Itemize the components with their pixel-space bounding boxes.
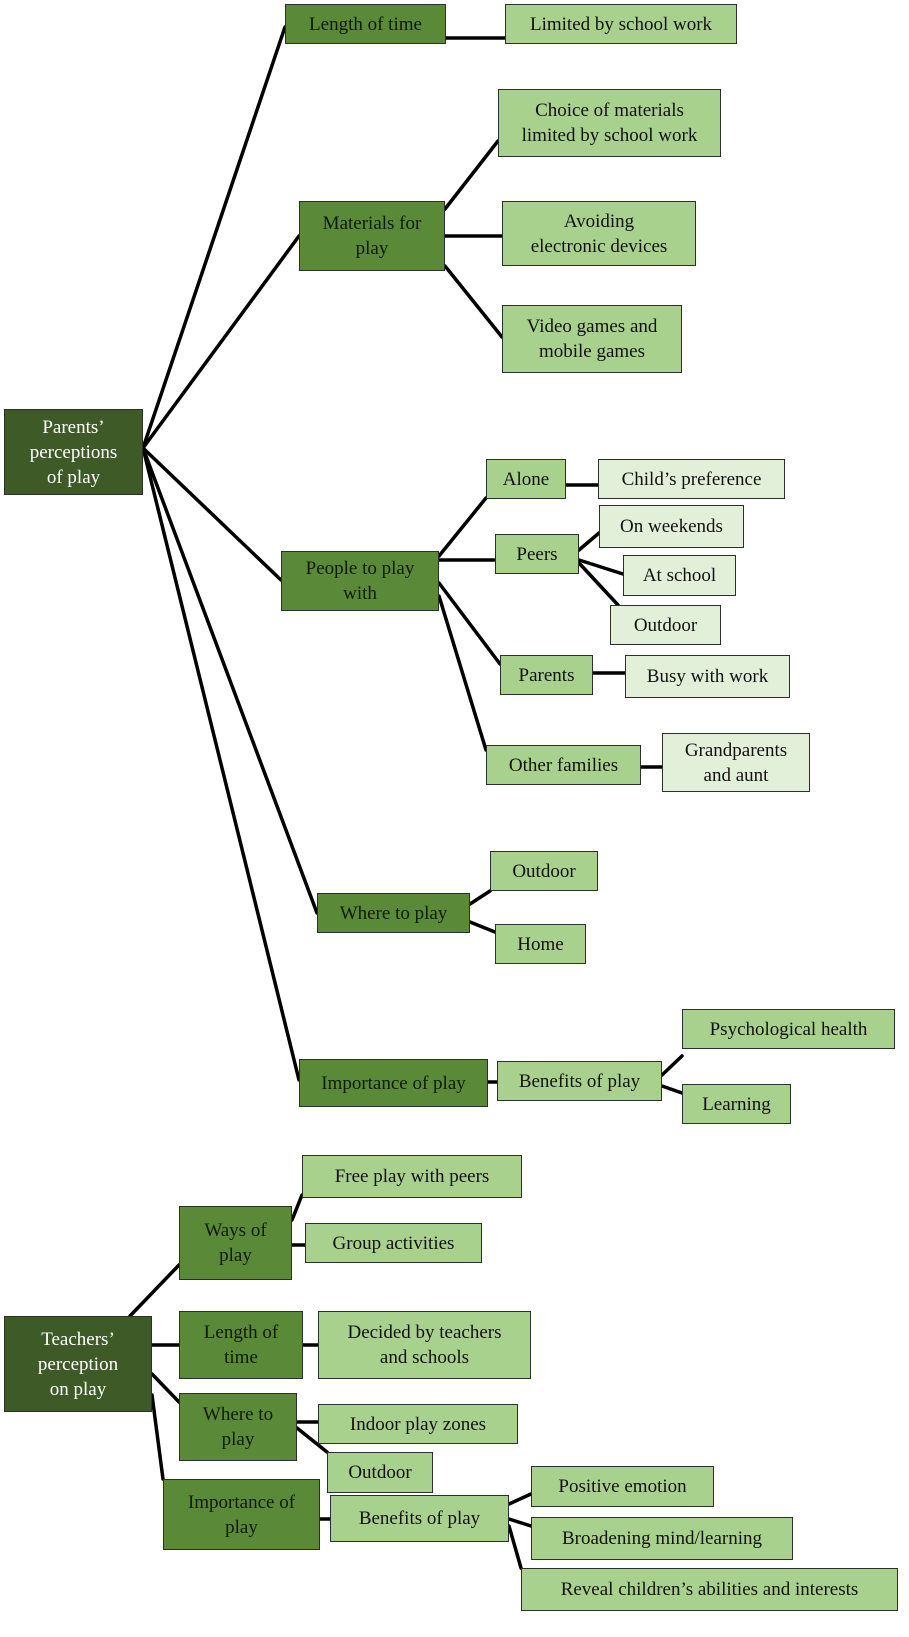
teachers-benefits-of-play-node: Benefits of play: [330, 1495, 509, 1542]
peers-outdoor-node: Outdoor: [610, 605, 721, 645]
parents-importance-of-play-node: Importance of play: [299, 1059, 488, 1107]
people-to-play-with-node: People to play with: [281, 551, 439, 611]
connector-line: [150, 1393, 165, 1481]
connector-line: [295, 1426, 329, 1454]
connector-line: [468, 920, 497, 934]
parents-where-to-play-node: Where to play: [317, 893, 470, 933]
materials-for-play-node: Materials for play: [299, 201, 445, 271]
connector-line: [577, 561, 620, 607]
connector-line: [507, 1492, 533, 1506]
indoor-play-zones-node: Indoor play zones: [318, 1404, 518, 1444]
connector-line: [507, 1524, 523, 1570]
avoiding-electronic-devices-node: Avoiding electronic devices: [502, 201, 696, 266]
teachers-where-to-play-node: Where to play: [179, 1393, 297, 1461]
on-weekends-node: On weekends: [599, 505, 744, 548]
ways-of-play-node: Ways of play: [179, 1206, 292, 1280]
connector-line: [660, 1054, 684, 1077]
broadening-mind-node: Broadening mind/learning: [531, 1517, 793, 1560]
choice-of-materials-node: Choice of materials limited by school wo…: [498, 89, 721, 157]
connector-line: [141, 234, 301, 450]
video-games-node: Video games and mobile games: [502, 305, 682, 373]
connector-line: [443, 139, 500, 211]
reveal-abilities-node: Reveal children’s abilities and interest…: [521, 1568, 898, 1611]
parents-length-of-time-node: Length of time: [285, 4, 446, 44]
psychological-health-node: Psychological health: [682, 1009, 895, 1049]
connector-line: [443, 264, 504, 339]
connector-line: [141, 446, 301, 1082]
other-families-node: Other families: [486, 745, 641, 785]
limited-by-school-work-node: Limited by school work: [505, 4, 737, 44]
decided-by-teachers-node: Decided by teachers and schools: [318, 1311, 531, 1379]
teachers-length-of-time-node: Length of time: [179, 1311, 303, 1379]
home-node: Home: [495, 924, 586, 964]
teachers-perception-root: Teachers’ perception on play: [4, 1316, 152, 1412]
connector-line: [290, 1193, 304, 1222]
positive-emotion-node: Positive emotion: [531, 1466, 714, 1507]
at-school-node: At school: [623, 555, 736, 596]
connector-line: [437, 594, 488, 752]
connector-line: [128, 1263, 181, 1318]
alone-node: Alone: [486, 459, 566, 499]
connector-line: [660, 1084, 684, 1095]
teachers-outdoor-node: Outdoor: [327, 1452, 433, 1493]
connector-line: [141, 25, 287, 450]
connector-line: [437, 496, 488, 558]
parents-node: Parents: [500, 655, 593, 695]
parents-perceptions-root: Parents’ perceptions of play: [4, 409, 143, 495]
connector-line: [577, 531, 601, 552]
connector-line: [468, 889, 492, 906]
learning-node: Learning: [682, 1084, 791, 1124]
group-activities-node: Group activities: [305, 1223, 482, 1263]
childs-preference-node: Child’s preference: [598, 459, 785, 499]
parents-benefits-of-play-node: Benefits of play: [497, 1061, 662, 1101]
connector-line: [577, 558, 625, 576]
connector-line: [141, 446, 319, 915]
free-play-with-peers-node: Free play with peers: [302, 1155, 522, 1198]
connector-line: [150, 1372, 181, 1404]
where-outdoor-node: Outdoor: [490, 851, 598, 891]
grandparents-and-aunt-node: Grandparents and aunt: [662, 733, 810, 792]
teachers-importance-of-play-node: Importance of play: [163, 1479, 320, 1550]
peers-node: Peers: [495, 534, 579, 574]
connector-line: [437, 581, 502, 666]
connector-line: [141, 446, 283, 582]
connector-line: [507, 1517, 533, 1528]
busy-with-work-node: Busy with work: [625, 655, 790, 698]
